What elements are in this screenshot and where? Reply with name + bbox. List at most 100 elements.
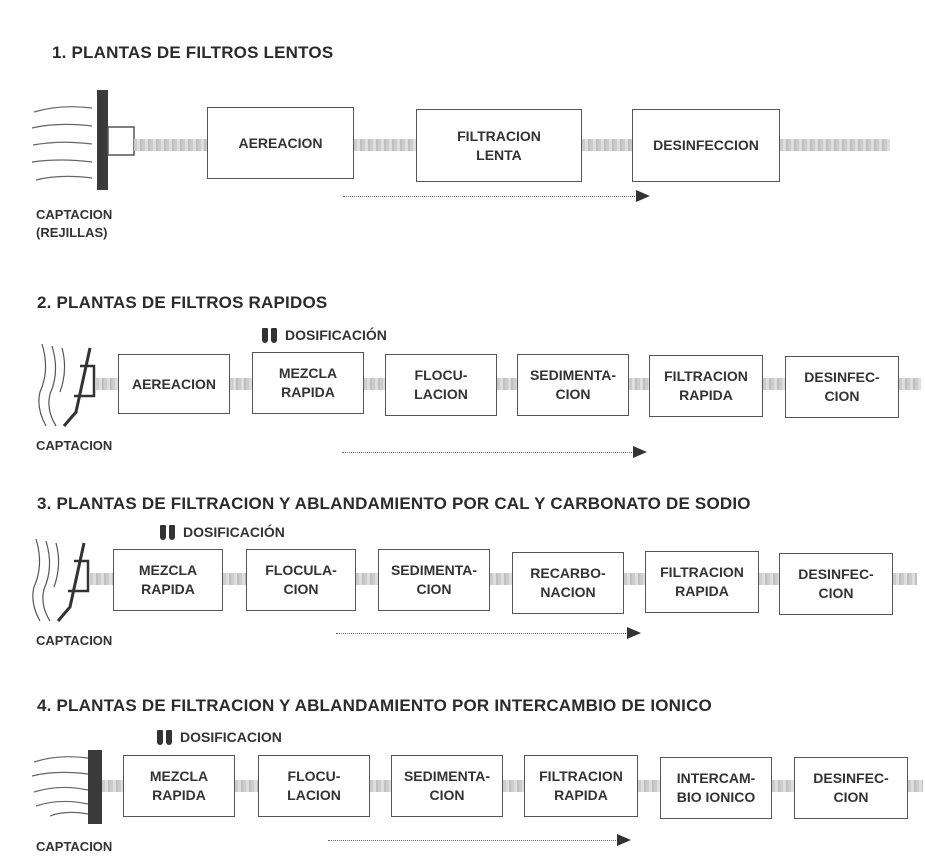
section-title: 1. PLANTAS DE FILTROS LENTOS [52, 43, 334, 62]
dosing-indicator: DOSIFICACIÓN [262, 327, 387, 343]
intake-river-icon [32, 538, 90, 622]
flow-direction-arrow [328, 834, 631, 846]
box-label: AEREACION [238, 134, 323, 151]
pipe-segment [899, 378, 921, 390]
process-box-desinfeccion: DESINFEC- CION [785, 356, 899, 418]
process-box-recarbonacion: RECARBO- NACION [512, 552, 624, 614]
pipe-segment [354, 139, 418, 151]
box-label: NACION [540, 584, 596, 600]
process-box-filtracion-rapida: FILTRACION RAPIDA [649, 355, 763, 417]
pipe-segment [759, 573, 781, 585]
box-label: CION [283, 581, 319, 597]
box-label: SEDIMENTA- [403, 768, 491, 785]
box-label: LACION [414, 386, 468, 402]
section-title: 3. PLANTAS DE FILTRACION Y ABLANDAMIENTO… [37, 494, 751, 513]
box-label: CION [818, 585, 854, 601]
pipe-segment [235, 780, 260, 792]
dosing-indicator: DOSIFICACIÓN [160, 524, 285, 540]
dosing-drops-icon [160, 524, 175, 540]
process-box-aereacion: AEREACION [207, 107, 354, 179]
intake-screen-icon [31, 90, 135, 190]
box-label: CION [833, 789, 869, 805]
box-label: FLOCULA- [265, 562, 337, 579]
intake-screen-icon [31, 750, 102, 824]
box-label: DESINFEC- [813, 770, 889, 787]
process-box-filtracion-rapida: FILTRACION RAPIDA [524, 755, 638, 817]
box-label: RAPIDA [152, 787, 206, 803]
dosing-drops-icon [157, 729, 172, 745]
box-label: FILTRACION [457, 127, 541, 144]
pipe-segment [624, 573, 647, 585]
box-label: MEZCLA [149, 768, 209, 785]
pipe-segment [490, 573, 514, 585]
process-box-desinfeccion: DESINFEC- CION [794, 757, 908, 819]
box-label: RAPIDA [675, 583, 729, 599]
pipe-segment [503, 780, 526, 792]
pipe-segment [780, 139, 890, 151]
intake-label: CAPTACION (REJILLAS) [36, 207, 113, 240]
box-label: FILTRACION [539, 768, 623, 785]
box-label: RAPIDA [141, 581, 195, 597]
process-box-filtracion-lenta: FILTRACION LENTA [416, 109, 582, 182]
process-box-sedimentacion: SEDIMENTA- CION [378, 549, 490, 611]
intake-label: CAPTACION [36, 839, 113, 854]
box-label: CION [429, 787, 465, 803]
pipe-segment [893, 573, 917, 585]
box-label: FLOCU- [287, 768, 341, 785]
box-label: CION [824, 388, 860, 404]
process-box-floculacion: FLOCU- LACION [385, 354, 497, 416]
intake-label: CAPTACION [36, 633, 113, 648]
pipe-segment [230, 378, 254, 390]
box-label: FILTRACION [660, 564, 744, 581]
box-label: RAPIDA [281, 384, 335, 400]
box-label: DESINFEC- [804, 369, 880, 386]
box-label: RAPIDA [679, 387, 733, 403]
process-box-desinfeccion: DESINFECCION [632, 109, 780, 182]
box-label: CION [555, 386, 591, 402]
box-label: LENTA [476, 146, 522, 163]
pipe-segment [102, 780, 125, 792]
pipe-segment [582, 139, 634, 151]
pipe-segment [763, 378, 787, 390]
box-label: RAPIDA [554, 787, 608, 803]
box-label: BIO IONICO [676, 789, 756, 805]
pipe-segment [90, 573, 115, 585]
process-box-mezcla-rapida: MEZCLA RAPIDA [113, 549, 223, 611]
pipe-segment [223, 573, 248, 585]
intake-label: CAPTACION [36, 438, 113, 453]
pipe-segment [908, 780, 923, 792]
intake-river-icon [38, 343, 96, 427]
pipe-segment [364, 378, 387, 390]
dosing-label: DOSIFICACION [180, 729, 282, 745]
box-label: MEZCLA [278, 365, 338, 382]
pipe-segment [497, 378, 519, 390]
process-box-filtracion-rapida: FILTRACION RAPIDA [645, 551, 759, 613]
box-label: FLOCU- [414, 367, 468, 384]
pipe-segment [772, 780, 796, 792]
box-label: DESINFECCION [653, 137, 759, 154]
process-box-mezcla-rapida: MEZCLA RAPIDA [252, 352, 364, 414]
box-label: FILTRACION [664, 368, 748, 385]
pipe-segment [96, 378, 120, 390]
dosing-label: DOSIFICACIÓN [285, 327, 387, 343]
section-title: 4. PLANTAS DE FILTRACION Y ABLANDAMIENTO… [37, 696, 712, 715]
process-box-aereacion: AEREACION [118, 354, 230, 414]
process-box-sedimentacion: SEDIMENTA- CION [391, 755, 503, 817]
flow-direction-arrow [342, 446, 647, 458]
process-box-desinfeccion: DESINFEC- CION [779, 553, 893, 615]
box-label: RECARBO- [530, 565, 606, 582]
pipe-segment [134, 139, 209, 151]
box-label: SEDIMENTA- [390, 562, 478, 579]
pipe-segment [629, 378, 651, 390]
box-label: LACION [287, 787, 341, 803]
section-title: 2. PLANTAS DE FILTROS RAPIDOS [37, 293, 328, 312]
process-box-floculacion: FLOCULA- CION [246, 549, 356, 611]
dosing-label: DOSIFICACIÓN [183, 524, 285, 540]
box-label: INTERCAM- [676, 770, 756, 787]
process-box-mezcla-rapida: MEZCLA RAPIDA [123, 755, 235, 817]
box-label: AEREACION [131, 375, 216, 392]
box-label: MEZCLA [138, 562, 198, 579]
box-label: SEDIMENTA- [529, 367, 617, 384]
process-box-intercambio-ionico: INTERCAM- BIO IONICO [660, 757, 772, 819]
dosing-indicator: DOSIFICACION [157, 729, 282, 745]
